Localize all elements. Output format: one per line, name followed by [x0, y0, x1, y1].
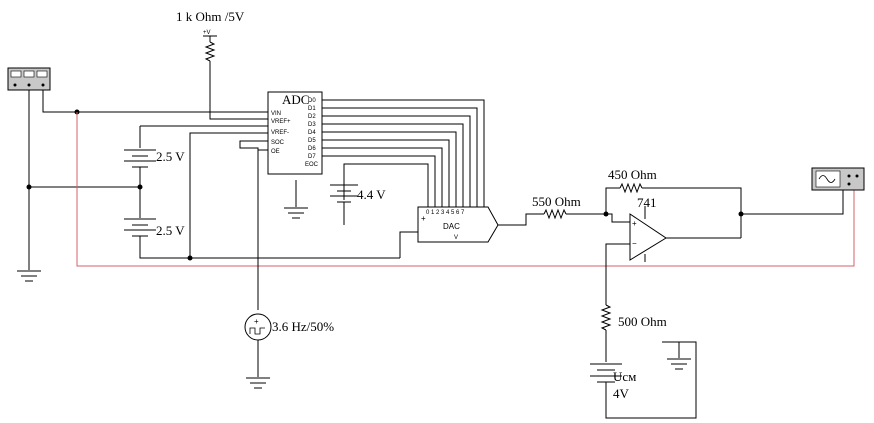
clock-source[interactable]: +	[244, 313, 272, 341]
battery-icon	[124, 149, 156, 168]
adc-pin-oe: OE	[271, 149, 280, 155]
opamp-plus: +	[632, 219, 637, 228]
oscilloscope[interactable]	[811, 167, 865, 191]
r-bottom-label: 500 Ohm	[618, 314, 667, 329]
r-feedback-label: 450 Ohm	[608, 167, 657, 182]
adc-pin-d0: D0	[308, 98, 316, 104]
svg-text:+V: +V	[203, 30, 211, 36]
dac-pins: 0 1 2 3 4 5 6 7	[426, 210, 465, 216]
adc-pin-d2: D2	[308, 114, 316, 120]
dac-block[interactable]: 0 1 2 3 4 5 6 7 + DAC V	[417, 206, 499, 243]
adc-pin-d3: D3	[308, 122, 316, 128]
adc-pin-d7: D7	[308, 154, 316, 160]
dac-title: DAC	[443, 222, 460, 231]
opamp-minus: −	[632, 239, 637, 248]
resistor-icon	[600, 304, 612, 331]
battery-icon	[590, 363, 622, 383]
adc-pin-d1: D1	[308, 106, 316, 112]
r-input-label: 550 Ohm	[532, 194, 581, 209]
ground-icon	[667, 342, 691, 370]
clock-label: 3.6 Hz/50%	[272, 319, 334, 334]
resistor-icon	[619, 182, 643, 194]
adc-pin-d6: D6	[308, 146, 316, 152]
pullup-label: 1 k Ohm /5V	[176, 9, 245, 24]
dac-minus: V	[454, 235, 458, 241]
adc-pin-eoc: EOC	[305, 162, 319, 168]
ucm-label: Uсм	[613, 369, 636, 384]
opamp-label: 741	[637, 195, 657, 210]
function-generator[interactable]	[7, 67, 51, 91]
resistor-icon	[204, 41, 216, 62]
opamp[interactable]: 741 + −	[629, 195, 667, 262]
ucm-value: 4V	[613, 386, 630, 401]
battery-bottom-label: 2.5 V	[156, 223, 185, 238]
adc-pin-vrefp: VREF+	[271, 119, 291, 125]
battery-mid-label: 4.4 V	[357, 187, 386, 202]
adc-block[interactable]: ADC VIN VREF+ VREF- SOC OE D0 D1 D2 D3 D…	[267, 91, 323, 175]
adc-pin-d5: D5	[308, 138, 316, 144]
adc-pin-d4: D4	[308, 130, 316, 136]
ground-icon	[246, 377, 270, 389]
battery-icon	[124, 218, 156, 237]
battery-top-label: 2.5 V	[156, 149, 185, 164]
ground-icon	[17, 270, 41, 282]
adc-pin-soc: SOC	[271, 140, 285, 146]
adc-pin-vrefm: VREF-	[271, 130, 289, 136]
dac-plus: +	[421, 214, 426, 223]
resistor-icon	[543, 208, 567, 220]
ground-icon	[284, 207, 308, 219]
clock-plus: +	[254, 317, 259, 326]
adc-pin-vin: VIN	[271, 111, 281, 117]
adc-title: ADC	[282, 92, 309, 107]
vcc-icon: +V	[203, 30, 217, 37]
